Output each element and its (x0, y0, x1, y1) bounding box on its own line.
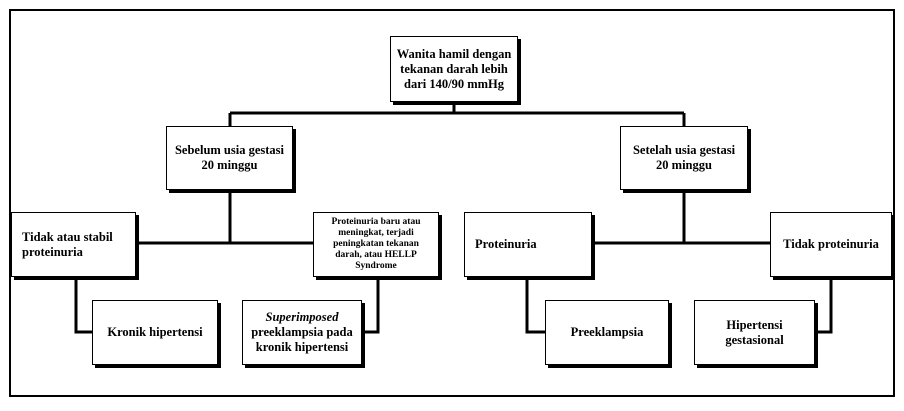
node-after: Setelah usia gestasi 20 minggu (620, 126, 748, 190)
node-root-line-3: dari 140/90 mmHg (404, 76, 504, 91)
node-new-proteinuria-line-1: Proteinuria baru atau (331, 217, 421, 228)
node-after-line-1: Setelah usia gestasi (632, 143, 736, 157)
node-gestational: Hipertensi gestasional (694, 300, 815, 365)
node-no-proteinuria-label: Tidak proteinuria (783, 237, 879, 251)
node-no-proteinuria: Tidak proteinuria (770, 212, 892, 277)
node-root-line-1: Wanita hamil dengan (396, 46, 512, 61)
connector-to-superimposed (362, 277, 380, 334)
node-before-line-2: 20 minggu (201, 158, 258, 172)
node-no-stable-proteinuria: Tidak atau stabil proteinuria (11, 212, 136, 277)
connector-to-chronic (74, 277, 92, 334)
node-new-proteinuria: Proteinuria baru atau meningkat, terjadi… (313, 212, 439, 277)
connector-to-gestational (815, 277, 833, 334)
node-no-stable-proteinuria-line-2: proteinuria (22, 244, 83, 259)
node-gestational-line-2: gestasional (725, 332, 784, 347)
node-no-stable-proteinuria-line-1: Tidak atau stabil (22, 229, 113, 244)
node-after-line-2: 20 minggu (656, 158, 712, 172)
node-superimposed-line-3: kronik hipertensi (255, 340, 349, 354)
connector-to-preeclampsia (525, 277, 545, 334)
node-before: Sebelum usia gestasi 20 minggu (166, 126, 293, 190)
node-before-line-1: Sebelum usia gestasi (174, 143, 285, 157)
node-superimposed-line-1: Superimposed (265, 310, 339, 324)
node-superimposed: Superimposed preeklampsia pada kronik hi… (242, 300, 362, 365)
node-preeclampsia: Preeklampsia (545, 300, 669, 365)
node-chronic: Kronik hipertensi (92, 300, 218, 365)
node-superimposed-line-2: preeklampsia pada (251, 325, 353, 339)
node-new-proteinuria-line-5: Syndrome (355, 260, 397, 271)
node-new-proteinuria-line-3: peningkatan tekanan (333, 239, 419, 250)
diagram-frame (9, 9, 895, 397)
node-root: Wanita hamil dengan tekanan darah lebih … (390, 36, 518, 102)
node-gestational-line-1: Hipertensi (726, 317, 783, 332)
node-preeclampsia-label: Preeklampsia (570, 325, 644, 339)
node-new-proteinuria-line-2: meningkat, terjadi (338, 228, 414, 239)
node-proteinuria-label: Proteinuria (475, 237, 537, 251)
node-proteinuria: Proteinuria (464, 212, 592, 277)
node-new-proteinuria-line-4: darah, atau HELLP (335, 249, 417, 260)
node-root-line-2: tekanan darah lebih (400, 61, 508, 76)
node-chronic-label: Kronik hipertensi (107, 325, 203, 339)
